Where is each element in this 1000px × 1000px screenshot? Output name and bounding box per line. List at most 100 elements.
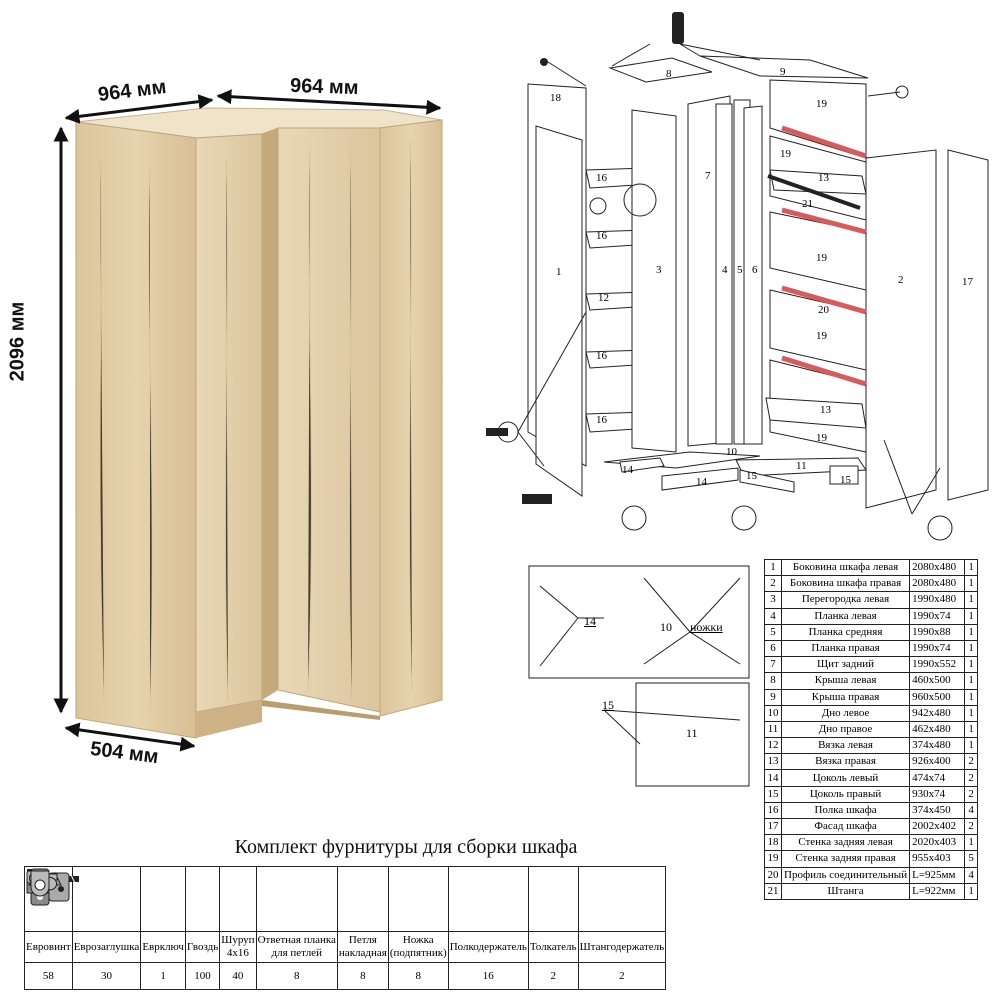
label-16c: 16 bbox=[596, 350, 607, 362]
wardrobe-left-door bbox=[195, 133, 263, 713]
wood-screw-icon bbox=[26, 866, 257, 932]
parts-cell-size: 942х480 bbox=[909, 704, 966, 722]
parts-cell-qty: 1 bbox=[964, 558, 979, 577]
floor-bottom-left bbox=[528, 565, 750, 679]
label-3: 3 bbox=[656, 264, 662, 276]
parts-cell-n: 16 bbox=[764, 801, 782, 820]
hardware-count: 30 bbox=[71, 962, 142, 990]
parts-cell-qty: 1 bbox=[964, 737, 979, 755]
parts-cell-n: 8 bbox=[764, 672, 782, 690]
label-10: 10 bbox=[726, 446, 737, 458]
parts-cell-n: 6 bbox=[764, 639, 782, 658]
back-wall-right-2 bbox=[769, 211, 867, 291]
parts-cell-name: Фасад шкафа bbox=[780, 817, 911, 836]
parts-cell-size: 2080х480 bbox=[909, 558, 966, 577]
hardware-count: 8 bbox=[387, 962, 449, 990]
wood-grain bbox=[99, 139, 413, 711]
hardware-label-line1: Еврключ bbox=[142, 940, 184, 953]
parts-cell-size: 1990х480 bbox=[909, 591, 966, 609]
parts-cell-size: 374х450 bbox=[909, 801, 966, 820]
width-right-arrow bbox=[216, 89, 442, 115]
hinge-icon bbox=[26, 866, 389, 932]
width-left-arrow bbox=[64, 94, 214, 124]
hardware-label-line1: Ответная планка bbox=[257, 934, 336, 946]
roof-right-panel bbox=[699, 55, 869, 79]
parts-cell-size: 1990х74 bbox=[909, 639, 966, 658]
parts-cell-qty: 1 bbox=[964, 639, 979, 658]
parts-cell-name: Вязка левая bbox=[780, 737, 911, 755]
parts-cell-size: 926х400 bbox=[909, 753, 966, 771]
label-12: 12 bbox=[598, 292, 609, 304]
parts-cell-n: 10 bbox=[764, 704, 782, 722]
label-6: 6 bbox=[752, 264, 758, 276]
parts-cell-qty: 5 bbox=[964, 850, 979, 868]
hardware-label: Еврозаглушка bbox=[71, 931, 142, 963]
parts-cell-size: 930х74 bbox=[909, 785, 966, 803]
hardware-label-line1: Шуруп bbox=[221, 934, 255, 946]
hardware-label-line1: Полкодержатель bbox=[449, 940, 527, 953]
hex-key-icon bbox=[28, 866, 186, 932]
parts-cell-name: Дно левое bbox=[780, 704, 911, 722]
hardware-label: Полкодержатель bbox=[447, 931, 529, 963]
strip-right bbox=[743, 105, 763, 445]
parts-cell-size: L=922мм bbox=[909, 882, 966, 900]
parts-cell-size: 474х74 bbox=[909, 769, 966, 787]
hardware-count: 100 bbox=[184, 962, 221, 990]
connecting-profiles bbox=[781, 125, 867, 387]
hardware-label: Ножка(подпятник) bbox=[387, 931, 449, 963]
parts-cell-n: 12 bbox=[764, 737, 782, 755]
parts-cell-name: Перегородка левая bbox=[780, 591, 911, 609]
floor-label-legs: ножки bbox=[690, 620, 723, 634]
plinth-15a bbox=[739, 469, 795, 493]
parts-cell-name: Крыша правая bbox=[780, 688, 911, 706]
parts-cell-qty: 1 bbox=[964, 882, 979, 900]
label-17: 17 bbox=[962, 276, 973, 288]
parts-cell-name: Профиль соединительный bbox=[780, 866, 911, 884]
hardware-count: 8 bbox=[336, 962, 389, 990]
parts-cell-n: 14 bbox=[764, 769, 782, 787]
foot-icon bbox=[27, 866, 449, 932]
hardware-label-line1: Еврозаглушка bbox=[73, 940, 140, 953]
parts-cell-name: Планка средняя bbox=[780, 623, 911, 641]
parts-cell-size: 2020х403 bbox=[909, 834, 966, 852]
label-18: 18 bbox=[550, 92, 561, 104]
label-15a: 15 bbox=[746, 470, 757, 482]
exploded-view bbox=[527, 55, 989, 509]
parts-cell-size: 1990х88 bbox=[909, 623, 966, 641]
parts-cell-name: Вязка правая bbox=[780, 753, 911, 771]
hardware-count: 8 bbox=[255, 962, 338, 990]
hardware-label-line2: 4х16 bbox=[226, 947, 249, 959]
parts-cell-n: 2 bbox=[764, 575, 782, 593]
label-15b: 15 bbox=[840, 474, 851, 486]
parts-cell-size: 2080х480 bbox=[909, 575, 966, 593]
parts-cell-name: Стенка задняя левая bbox=[780, 834, 911, 852]
label-13b: 13 bbox=[820, 404, 831, 416]
width-right-label: 964 мм bbox=[289, 74, 359, 100]
label-13a: 13 bbox=[818, 172, 829, 184]
strip-left bbox=[715, 103, 733, 445]
label-4: 4 bbox=[722, 264, 728, 276]
shelf-pin-icon bbox=[26, 866, 529, 932]
parts-cell-name: Планка левая bbox=[780, 607, 911, 625]
parts-cell-qty: 1 bbox=[964, 704, 979, 722]
parts-cell-size: L=925мм bbox=[909, 866, 966, 884]
wardrobe-corner-shadow bbox=[262, 128, 278, 700]
parts-cell-size: 955х403 bbox=[909, 850, 966, 868]
hanging-rod bbox=[767, 174, 861, 210]
parts-cell-qty: 4 bbox=[964, 801, 979, 820]
parts-cell-n: 13 bbox=[764, 753, 782, 771]
hardware-label: Евровинт bbox=[24, 931, 73, 963]
exploded-hardware bbox=[486, 12, 953, 541]
parts-cell-name: Боковина шкафа правая bbox=[780, 575, 911, 593]
hardware-label-line1: Гвоздь bbox=[186, 940, 219, 953]
hardware-count: 2 bbox=[577, 962, 667, 990]
label-16b: 16 bbox=[596, 230, 607, 242]
